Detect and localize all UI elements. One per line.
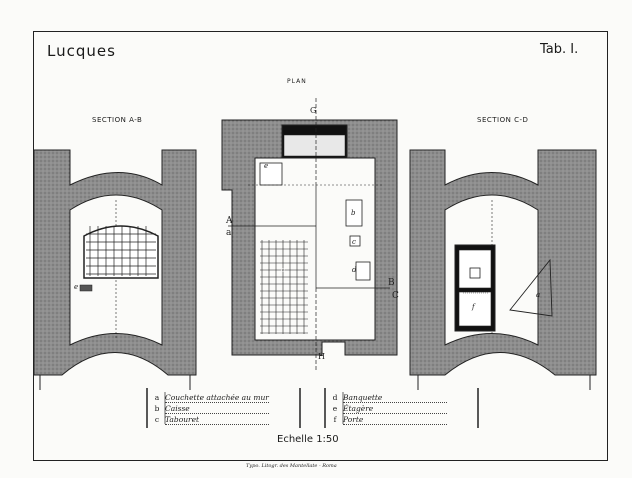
legend-item-b: b Caisse: [149, 403, 269, 414]
section-cd-drawing: [409, 149, 597, 390]
mark-a-plan: a: [281, 266, 285, 274]
plate-number: Tab. I.: [540, 42, 579, 57]
page-title: Lucques: [47, 42, 116, 60]
mark-e-plan: e: [264, 162, 268, 170]
legend-key: d: [332, 393, 338, 402]
legend-item-c: c Tabouret: [149, 414, 269, 425]
cut-label-h: H: [318, 352, 325, 361]
legend-key: f: [333, 415, 337, 424]
printer-credit: Typo. Litogr. des Mantellate - Roma: [246, 463, 337, 469]
shelf-e-section: [79, 284, 93, 292]
legend-label: Caisse: [165, 404, 269, 414]
section-ab-title: SECTION A-B: [92, 116, 143, 124]
mark-c-plan: c: [352, 238, 356, 246]
mark-a-section: a: [536, 291, 540, 299]
mark-b-plan: b: [351, 209, 356, 217]
cut-label-c-lower: C: [392, 291, 399, 301]
legend-key: e: [332, 404, 338, 413]
legend-item-a: a Couchette attachée au mur: [149, 392, 269, 403]
plan-title: PLAN: [287, 78, 307, 85]
cut-label-a-upper: A: [225, 216, 233, 226]
legend-frame: [146, 388, 479, 428]
cut-label-a-lower: a: [226, 228, 232, 238]
door-f: [454, 244, 496, 332]
plan-drawing: [221, 98, 398, 372]
window-grille: [83, 225, 159, 279]
cut-label-b-upper: B: [388, 278, 395, 288]
cut-label-g: G: [310, 106, 316, 115]
section-cd-title: SECTION C-D: [477, 116, 529, 124]
legend-item-d: d Banquette: [327, 392, 447, 403]
mark-d-plan: d: [352, 266, 357, 274]
legend-label: Porte: [343, 415, 447, 425]
legend-key: a: [154, 393, 160, 402]
grille-bars: [86, 226, 156, 276]
plan-bed-grid: [260, 240, 308, 334]
legend-key: c: [154, 415, 160, 424]
legend-item-f: f Porte: [327, 414, 447, 425]
legend-label: Étagère: [343, 404, 447, 414]
mark-e-section: e: [74, 283, 78, 291]
legend-key: b: [154, 404, 160, 413]
legend-label: Couchette attachée au mur: [165, 392, 269, 403]
scale-label: Echelle 1:50: [277, 434, 339, 445]
legend-label: Banquette: [343, 393, 447, 403]
bed-a-section: [509, 258, 553, 317]
legend-label: Tabouret: [165, 415, 269, 425]
mark-f-section: f: [471, 303, 476, 311]
legend-item-e: e Étagère: [327, 403, 447, 414]
